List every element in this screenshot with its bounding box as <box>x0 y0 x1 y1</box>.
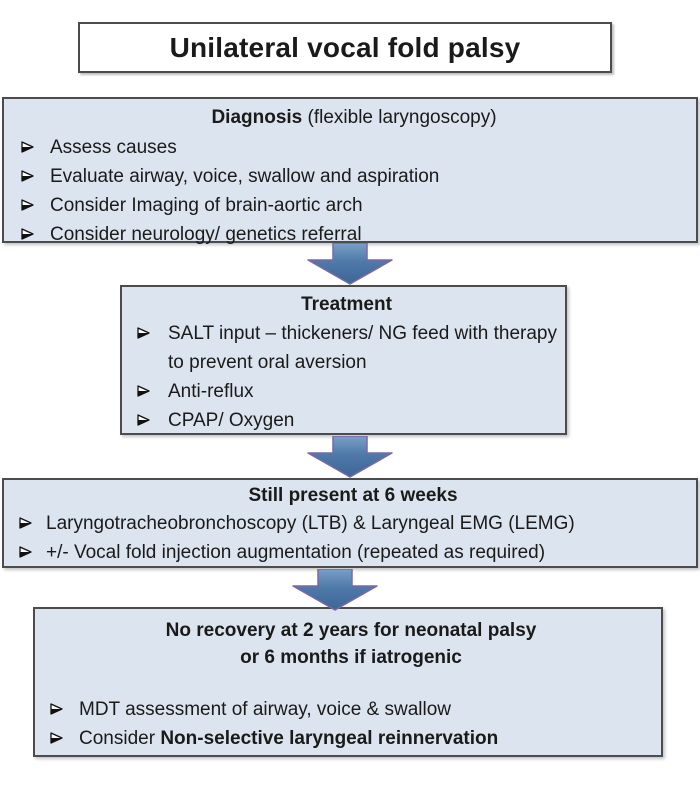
bullet-text: Anti-reflux <box>168 381 254 402</box>
diagnosis-box: Diagnosis (flexible laryngoscopy) Assess… <box>2 97 698 245</box>
down-arrow-icon <box>292 569 378 611</box>
bullet-arrowhead-icon <box>16 538 46 558</box>
down-arrow-icon <box>307 243 393 285</box>
bullet-text-prefix: Consider <box>79 728 161 749</box>
bullet-arrowhead-icon <box>18 133 50 153</box>
down-arrow-icon <box>307 436 393 478</box>
bullet-text: CPAP/ Oxygen <box>168 410 295 431</box>
diagnosis-header-bold: Diagnosis <box>211 107 303 128</box>
bullet-text: Evaluate airway, voice, swallow and aspi… <box>50 166 440 187</box>
diagnosis-bullet-list: Assess causes Evaluate airway, voice, sw… <box>18 133 690 249</box>
no-recovery-bullet-list: MDT assessment of airway, voice & swallo… <box>47 695 655 753</box>
list-item: Laryngotracheobronchoscopy (LTB) & Laryn… <box>16 509 690 538</box>
bullet-arrowhead-icon <box>18 162 50 182</box>
bullet-text: Laryngotracheobronchoscopy (LTB) & Laryn… <box>46 513 575 534</box>
no-recovery-box: No recovery at 2 years for neonatal pals… <box>33 607 663 757</box>
bullet-arrowhead-icon <box>134 406 168 426</box>
treatment-box: Treatment SALT input – thickeners/ NG fe… <box>120 285 567 435</box>
list-item: +/- Vocal fold injection augmentation (r… <box>16 538 690 567</box>
list-item: Evaluate airway, voice, swallow and aspi… <box>18 162 690 191</box>
bullet-text: Consider neurology/ genetics referral <box>50 224 362 245</box>
list-item: SALT input – thickeners/ NG feed with th… <box>134 319 559 377</box>
bullet-arrowhead-icon <box>134 377 168 397</box>
list-item: CPAP/ Oxygen <box>134 406 559 435</box>
bullet-text: Consider Imaging of brain-aortic arch <box>50 195 363 216</box>
bullet-text: +/- Vocal fold injection augmentation (r… <box>46 542 546 563</box>
bullet-arrowhead-icon <box>18 191 50 211</box>
list-item: MDT assessment of airway, voice & swallo… <box>47 695 655 724</box>
bullet-arrowhead-icon <box>134 319 168 339</box>
no-recovery-header-line1: No recovery at 2 years for neonatal pals… <box>165 620 537 641</box>
bullet-arrowhead-icon <box>47 695 79 715</box>
bullet-text: Consider Non-selective laryngeal reinner… <box>79 724 498 753</box>
bullet-arrowhead-icon <box>18 220 50 240</box>
bullet-text: SALT input – thickeners/ NG feed with th… <box>168 323 557 373</box>
diagnosis-header-rest: (flexible laryngoscopy) <box>302 107 497 128</box>
bullet-text-bold: Non-selective laryngeal reinnervation <box>160 728 499 749</box>
still-present-6-weeks-box: Still present at 6 weeks Laryngotracheob… <box>2 478 698 568</box>
list-item: Assess causes <box>18 133 690 162</box>
no-recovery-header-line2: or 6 months if iatrogenic <box>240 647 462 668</box>
list-item: Consider Non-selective laryngeal reinner… <box>47 724 655 753</box>
list-item: Consider Imaging of brain-aortic arch <box>18 191 690 220</box>
title-box: Unilateral vocal fold palsy <box>78 22 612 73</box>
treatment-bullet-list: SALT input – thickeners/ NG feed with th… <box>134 319 559 435</box>
page-title: Unilateral vocal fold palsy <box>169 31 521 63</box>
treatment-box-header: Treatment <box>134 291 559 318</box>
list-item: Consider neurology/ genetics referral <box>18 220 690 249</box>
six-weeks-box-header: Still present at 6 weeks <box>16 482 690 509</box>
bullet-arrowhead-icon <box>16 509 46 529</box>
six-weeks-header-bold: Still present at 6 weeks <box>248 485 458 506</box>
bullet-text: Assess causes <box>50 137 177 158</box>
list-item: Anti-reflux <box>134 377 559 406</box>
bullet-arrowhead-icon <box>47 724 79 744</box>
diagnosis-box-header: Diagnosis (flexible laryngoscopy) <box>18 104 690 131</box>
six-weeks-bullet-list: Laryngotracheobronchoscopy (LTB) & Laryn… <box>16 509 690 567</box>
treatment-header-bold: Treatment <box>301 294 392 315</box>
bullet-text: MDT assessment of airway, voice & swallo… <box>79 699 452 720</box>
no-recovery-box-header: No recovery at 2 years for neonatal pals… <box>47 617 655 671</box>
